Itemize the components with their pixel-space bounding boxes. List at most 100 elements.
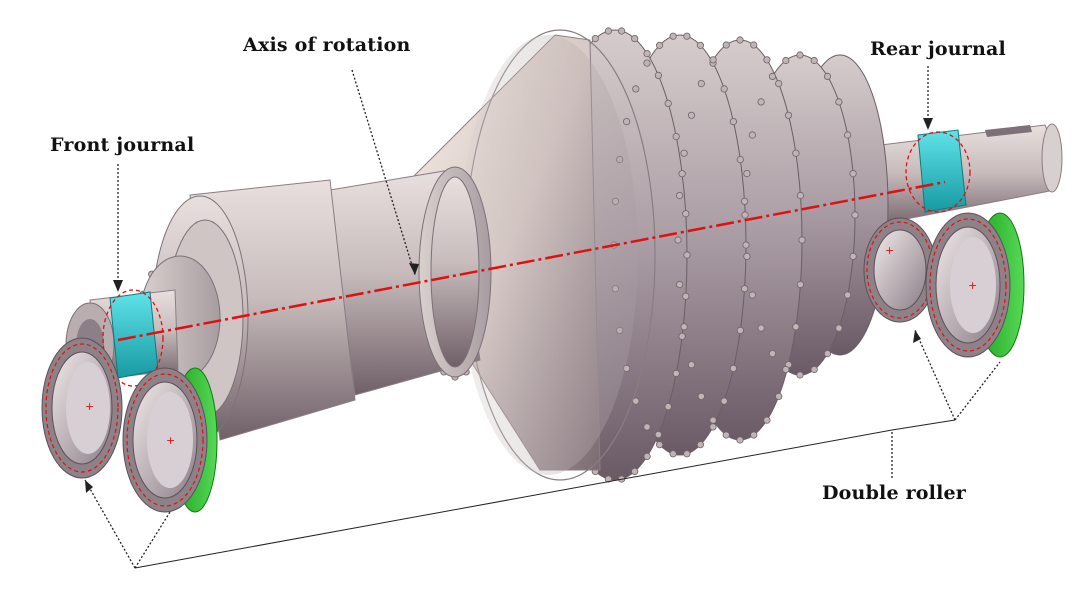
bolt [729, 364, 738, 372]
bolt [810, 56, 818, 65]
bolt [796, 280, 805, 289]
bolt [672, 369, 680, 377]
bolt [643, 59, 651, 67]
bolt [748, 291, 757, 299]
bolt [798, 236, 806, 244]
bolt [736, 156, 744, 164]
bolt [775, 392, 783, 400]
bolt [722, 431, 730, 439]
bolt [720, 85, 728, 93]
cone-section [409, 29, 656, 481]
bolt [849, 252, 857, 260]
bolt [729, 118, 738, 126]
bolt [604, 27, 613, 35]
front-roller-right: + [122, 367, 218, 513]
bolt [674, 236, 682, 244]
bolt [664, 99, 672, 108]
bolt [748, 131, 757, 139]
bolt [643, 49, 651, 58]
bolt [680, 323, 688, 331]
bolt [696, 441, 705, 449]
bolt [835, 324, 843, 332]
bolt [675, 280, 684, 289]
bolt [768, 72, 777, 81]
bolt [796, 51, 804, 59]
rear-roller-right: + [925, 212, 1025, 358]
bolt [697, 392, 705, 400]
bolt [654, 71, 663, 80]
bolt [782, 365, 790, 374]
bolt [784, 111, 793, 119]
bolt [687, 111, 696, 119]
front-roller-left: + [41, 337, 123, 479]
front-journal-label: Front journal [50, 134, 195, 156]
bolt [722, 41, 730, 49]
bolt [669, 32, 677, 40]
bolt [843, 291, 852, 299]
bolt [622, 118, 631, 126]
bolt [823, 349, 832, 358]
bolt [763, 416, 771, 424]
bolt [741, 211, 749, 219]
axis-of-rotation-label: Axis of rotation [243, 34, 411, 56]
bolt [617, 27, 626, 35]
double-roller-label: Double roller [822, 482, 966, 504]
bolt [655, 41, 664, 49]
bolt [757, 324, 765, 332]
bolt [740, 197, 749, 205]
bolt [823, 72, 832, 81]
bolt [697, 80, 705, 88]
bolt [643, 423, 651, 431]
bolt [591, 34, 599, 43]
svg-text:+: + [166, 434, 175, 447]
bolt [796, 371, 804, 379]
bolt [696, 41, 705, 49]
bolt [631, 34, 639, 43]
bolt [782, 56, 790, 65]
bolt [709, 423, 717, 431]
bolt [682, 210, 690, 218]
bolt [720, 397, 728, 405]
bolt [664, 402, 672, 411]
bolt [709, 56, 717, 64]
bolt [654, 430, 663, 439]
bolt [682, 292, 690, 300]
bolt [792, 149, 800, 157]
bolt [680, 149, 688, 157]
bolt [775, 80, 783, 88]
bolt [631, 467, 639, 475]
svg-text:+: + [85, 400, 94, 413]
bolt [849, 170, 857, 178]
axis-of-rotation-line [117, 180, 946, 342]
bolt [678, 332, 686, 340]
rear-roller-left: + [863, 217, 937, 323]
bolt [835, 98, 843, 106]
leader-arrowheads [85, 118, 933, 493]
bolt [683, 251, 691, 259]
front-journal [102, 289, 164, 387]
bolt [736, 436, 744, 444]
bolt [796, 191, 805, 200]
bolt [675, 191, 684, 200]
bolt [736, 36, 744, 44]
bolt [757, 98, 765, 106]
svg-text:+: + [885, 244, 894, 257]
bolt [672, 133, 680, 141]
bolt [655, 441, 664, 449]
bolt [683, 32, 691, 40]
middle-shaft [329, 166, 492, 396]
svg-text:+: + [968, 279, 977, 292]
bolt [678, 170, 686, 178]
bolt [632, 85, 640, 93]
bolt [740, 285, 749, 293]
bolt [683, 450, 691, 458]
bolt [743, 252, 751, 260]
bolt [750, 41, 758, 49]
bolt [643, 452, 651, 460]
bolt [750, 431, 758, 439]
bolt [843, 131, 852, 139]
bolt [709, 416, 717, 424]
bolt [763, 56, 771, 64]
